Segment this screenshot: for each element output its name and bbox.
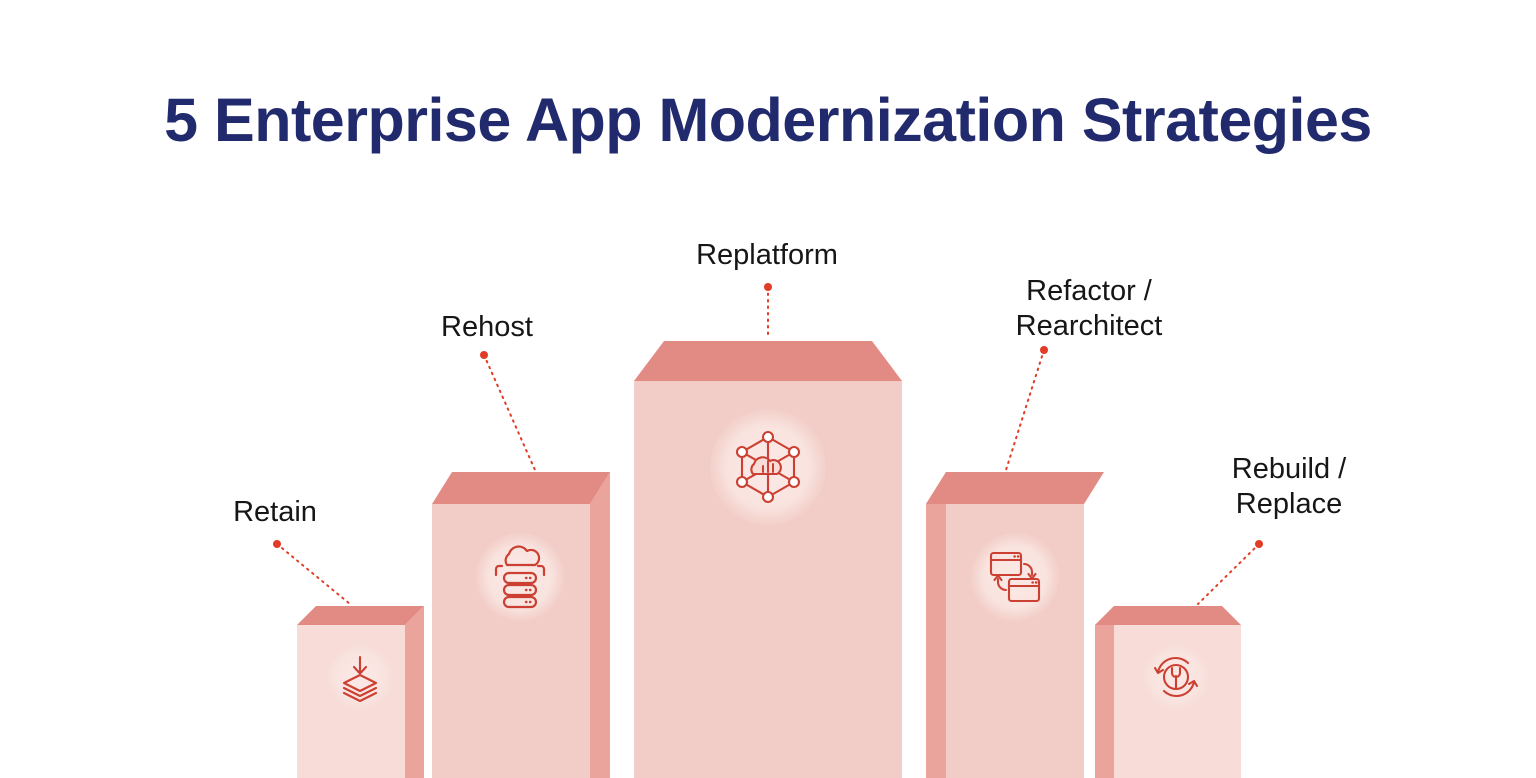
wrench-refresh-icon xyxy=(1153,656,1199,698)
strategy-label-rehost: Rehost xyxy=(441,311,533,343)
leader-dot-rehost xyxy=(480,351,488,359)
podium-retain-badge xyxy=(324,641,396,713)
page-title: 5 Enterprise App Modernization Strategie… xyxy=(164,86,1372,154)
strategy-label-rebuild: Rebuild / Replace xyxy=(1231,453,1347,521)
podium-rebuild-top xyxy=(1095,606,1241,625)
podium-refactor-side xyxy=(926,472,946,778)
cloud-server-icon xyxy=(494,545,546,609)
network-cloud-chart-icon xyxy=(735,430,801,504)
podium-refactor-badge xyxy=(971,533,1059,621)
leader-dot-refactor xyxy=(1040,346,1048,354)
podium-rehost-badge xyxy=(476,533,564,621)
podium-rehost xyxy=(432,472,610,778)
leader-line-rehost xyxy=(483,354,536,471)
podium-replatform xyxy=(634,341,902,778)
podium-refactor xyxy=(926,472,1104,778)
strategy-label-retain: Retain xyxy=(233,496,317,528)
podium-retain-side xyxy=(405,606,424,778)
leader-line-rebuild xyxy=(1197,543,1260,605)
leader-line-refactor xyxy=(1005,349,1045,471)
strategy-label-replatform: Replatform xyxy=(696,239,838,271)
podium-rebuild-side xyxy=(1095,606,1114,778)
layers-download-icon xyxy=(342,655,378,703)
podium-replatform-top xyxy=(634,341,902,381)
leader-dots xyxy=(273,283,1263,548)
leader-dot-rebuild xyxy=(1255,540,1263,548)
leader-dot-retain xyxy=(273,540,281,548)
leader-line-retain xyxy=(276,543,351,605)
podium-refactor-top xyxy=(926,472,1104,504)
podium-rehost-top xyxy=(432,472,610,504)
podium-retain-top xyxy=(297,606,424,625)
podium-rebuild xyxy=(1095,606,1241,778)
leader-dot-replatform xyxy=(764,283,772,291)
strategy-label-refactor: Refactor / Rearchitect xyxy=(1015,275,1163,343)
leader-lines xyxy=(276,286,1260,605)
windows-exchange-icon xyxy=(989,551,1041,603)
podium-retain xyxy=(297,606,424,778)
podium-rehost-side xyxy=(590,472,610,778)
